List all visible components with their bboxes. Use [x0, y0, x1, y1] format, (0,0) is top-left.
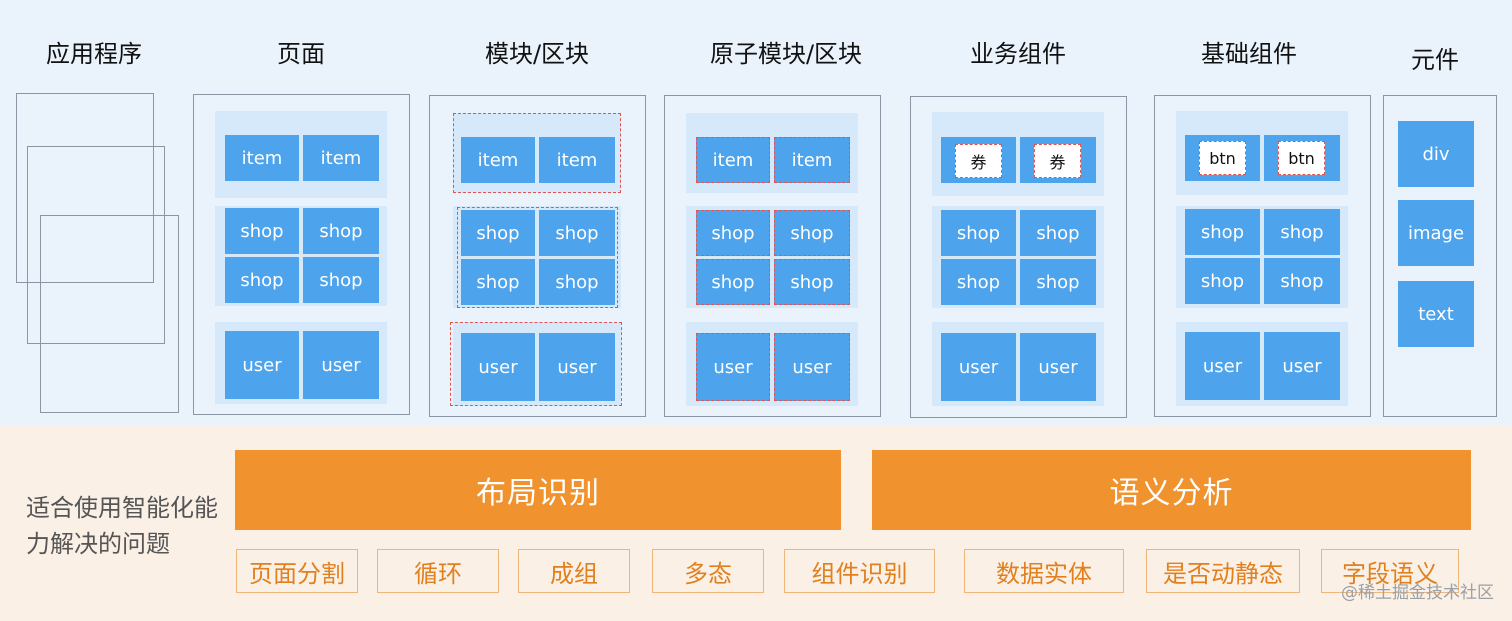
title-page: 页面: [277, 40, 325, 68]
item-tile: item: [539, 137, 615, 183]
shop-tile: shop: [696, 210, 770, 256]
shop-tile: shop: [1185, 258, 1260, 304]
shop-tile: shop: [539, 210, 615, 256]
user-tile: user: [461, 333, 535, 401]
capability-field-semantics: 字段语义: [1321, 549, 1459, 593]
coupon-chip: 券: [1034, 144, 1081, 178]
shop-tile: shop: [1264, 209, 1340, 255]
user-tile: user: [225, 331, 299, 399]
user-tile: user: [1020, 333, 1096, 401]
module-dashed-box: [457, 207, 618, 308]
capability-grouping: 成组: [518, 549, 630, 593]
shop-tile: shop: [539, 259, 615, 305]
user-tile: user: [774, 333, 850, 401]
shop-tile: shop: [303, 257, 379, 303]
title-element: 元件: [1411, 46, 1459, 74]
problems-side-label: 适合使用智能化能力解决的问题: [26, 494, 218, 558]
layout-recognition-bar: 布局识别: [235, 450, 841, 530]
shop-tile: shop: [303, 208, 379, 254]
app-page-outline-3: [40, 215, 179, 413]
semantic-analysis-bar: 语义分析: [872, 450, 1471, 530]
title-base-component: 基础组件: [1201, 40, 1297, 68]
shop-tile: shop: [774, 259, 850, 305]
module-dashed-box: [450, 322, 622, 406]
shop-tile: shop: [461, 259, 535, 305]
shop-tile: shop: [1020, 210, 1096, 256]
app-page-outline-1: [16, 93, 154, 283]
title-application: 应用程序: [46, 40, 142, 68]
capability-loop: 循环: [377, 549, 499, 593]
module-dashed-box: [453, 113, 621, 193]
title-module: 模块/区块: [484, 40, 590, 68]
capability-component-recognition: 组件识别: [784, 549, 935, 593]
app-page-outline-2: [27, 146, 165, 344]
item-tile: item: [225, 135, 299, 181]
shop-tile: shop: [941, 259, 1016, 305]
capability-data-entity: 数据实体: [964, 549, 1124, 593]
shop-tile: shop: [1020, 259, 1096, 305]
capability-page-split: 页面分割: [236, 549, 358, 593]
capability-static-dynamic: 是否动静态: [1146, 549, 1300, 593]
coupon-chip: 券: [955, 144, 1002, 178]
shop-tile: shop: [1264, 258, 1340, 304]
title-atomic-module: 原子模块/区块: [709, 40, 863, 68]
user-tile: user: [1185, 332, 1260, 400]
item-tile: item: [696, 137, 770, 183]
shop-tile: shop: [774, 210, 850, 256]
shop-tile: shop: [461, 210, 535, 256]
item-tile: item: [774, 137, 850, 183]
div-element-tile: div: [1398, 121, 1474, 187]
capability-polymorphism: 多态: [652, 549, 764, 593]
user-tile: user: [696, 333, 770, 401]
item-tile: item: [303, 135, 379, 181]
btn-chip: btn: [1278, 141, 1325, 175]
shop-tile: shop: [1185, 209, 1260, 255]
item-tile: item: [461, 137, 535, 183]
user-tile: user: [1264, 332, 1340, 400]
shop-tile: shop: [696, 259, 770, 305]
image-element-tile: image: [1398, 200, 1474, 266]
user-tile: user: [303, 331, 379, 399]
text-element-tile: text: [1398, 281, 1474, 347]
watermark: @稀土掘金技术社区: [1341, 583, 1494, 603]
shop-tile: shop: [941, 210, 1016, 256]
btn-chip: btn: [1199, 141, 1246, 175]
user-tile: user: [941, 333, 1016, 401]
user-tile: user: [539, 333, 615, 401]
shop-tile: shop: [225, 208, 299, 254]
title-business-component: 业务组件: [970, 40, 1066, 68]
shop-tile: shop: [225, 257, 299, 303]
